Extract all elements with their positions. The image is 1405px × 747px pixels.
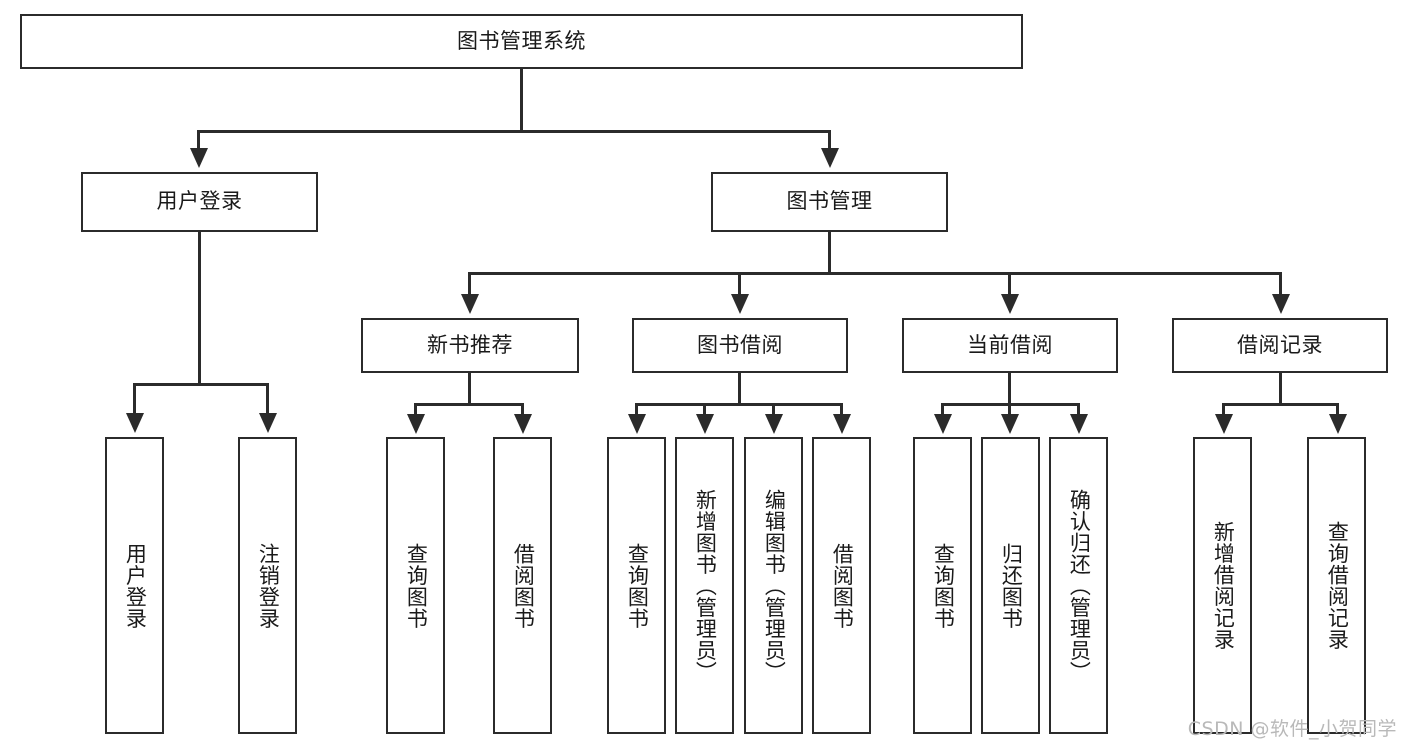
arrowhead-query-book-3 xyxy=(934,414,952,434)
node-label: 借阅图书 xyxy=(830,542,855,629)
node-label: 编辑图书（管理员） xyxy=(762,488,787,683)
connector-drop-query-book-3 xyxy=(941,403,944,419)
leaf-borrow-book-recommend[interactable]: 借阅图书 xyxy=(493,437,552,734)
leaf-return-book[interactable]: 归还图书 xyxy=(981,437,1040,734)
arrowhead-book-management xyxy=(821,148,839,168)
node-label: 查询图书 xyxy=(931,542,956,629)
connector-drop-query-book-1 xyxy=(414,403,417,419)
connector-drop-add-book xyxy=(703,403,706,419)
connector-drop-confirm-return xyxy=(1077,403,1080,419)
connector-drop-add-record xyxy=(1222,403,1225,419)
node-root-book-management-system[interactable]: 图书管理系统 xyxy=(20,14,1023,69)
connector-drop-edit-book xyxy=(772,403,775,419)
node-new-book-recommend[interactable]: 新书推荐 xyxy=(361,318,579,373)
node-label: 当前借阅 xyxy=(967,332,1053,357)
node-label: 查询图书 xyxy=(625,542,650,629)
arrowhead-leaf-logout xyxy=(259,413,277,433)
arrowhead-edit-book xyxy=(765,414,783,434)
leaf-query-book-current[interactable]: 查询图书 xyxy=(913,437,972,734)
connector-drop-new-book xyxy=(468,272,471,298)
leaf-query-borrow-record[interactable]: 查询借阅记录 xyxy=(1307,437,1366,734)
connector-drop-borrow-book-2 xyxy=(840,403,843,419)
leaf-query-book-borrow[interactable]: 查询图书 xyxy=(607,437,666,734)
arrowhead-book-borrow xyxy=(731,294,749,314)
node-label: 用户登录 xyxy=(156,189,243,214)
arrowhead-leaf-user-login xyxy=(126,413,144,433)
connector-drop-return-book xyxy=(1008,403,1011,419)
node-borrow-record[interactable]: 借阅记录 xyxy=(1172,318,1388,373)
connector-user-login-bus xyxy=(133,383,269,386)
arrowhead-query-book-2 xyxy=(628,414,646,434)
node-label: 借阅图书 xyxy=(511,542,536,629)
connector-book-borrow-bus xyxy=(635,403,843,406)
node-label: 查询图书 xyxy=(404,542,429,629)
leaf-add-borrow-record[interactable]: 新增借阅记录 xyxy=(1193,437,1252,734)
connector-level3-bus xyxy=(468,272,1282,275)
node-label: 借阅记录 xyxy=(1237,332,1323,357)
node-label: 新书推荐 xyxy=(427,332,513,357)
connector-level2-bus xyxy=(197,130,831,133)
connector-drop-leaf-logout xyxy=(266,383,269,417)
node-current-borrow[interactable]: 当前借阅 xyxy=(902,318,1118,373)
connector-new-book-bus xyxy=(414,403,524,406)
node-label: 查询借阅记录 xyxy=(1325,521,1350,650)
node-label: 图书借阅 xyxy=(697,332,783,357)
connector-drop-book-borrow xyxy=(738,272,741,298)
connector-root-stem xyxy=(520,69,523,131)
arrowhead-new-book xyxy=(461,294,479,314)
node-label: 图书管理系统 xyxy=(457,28,586,53)
arrowhead-borrow-record xyxy=(1272,294,1290,314)
leaf-add-book-admin[interactable]: 新增图书（管理员） xyxy=(675,437,734,734)
node-label: 新增图书（管理员） xyxy=(693,488,718,683)
connector-book-management-stem xyxy=(828,232,831,274)
leaf-borrow-book[interactable]: 借阅图书 xyxy=(812,437,871,734)
node-label: 归还图书 xyxy=(999,542,1024,629)
connector-borrow-record-stem xyxy=(1279,373,1282,405)
node-label: 用户登录 xyxy=(123,542,148,629)
connector-drop-borrow-book-1 xyxy=(521,403,524,419)
connector-drop-current-borrow xyxy=(1008,272,1011,298)
connector-drop-user-login xyxy=(197,130,200,152)
arrowhead-confirm-return xyxy=(1070,414,1088,434)
watermark-text: CSDN @软件_小贺同学 xyxy=(1187,718,1397,740)
connector-drop-book-management xyxy=(828,130,831,152)
arrowhead-borrow-book-1 xyxy=(514,414,532,434)
arrowhead-query-book-1 xyxy=(407,414,425,434)
leaf-confirm-return-admin[interactable]: 确认归还（管理员） xyxy=(1049,437,1108,734)
arrowhead-user-login xyxy=(190,148,208,168)
arrowhead-add-book xyxy=(696,414,714,434)
leaf-logout[interactable]: 注销登录 xyxy=(238,437,297,734)
arrowhead-return-book xyxy=(1001,414,1019,434)
node-label: 注销登录 xyxy=(256,542,281,629)
arrowhead-add-record xyxy=(1215,414,1233,434)
node-user-login[interactable]: 用户登录 xyxy=(81,172,318,232)
arrowhead-current-borrow xyxy=(1001,294,1019,314)
connector-drop-borrow-record xyxy=(1279,272,1282,298)
connector-drop-leaf-user-login xyxy=(133,383,136,417)
leaf-query-book-recommend[interactable]: 查询图书 xyxy=(386,437,445,734)
leaf-user-login[interactable]: 用户登录 xyxy=(105,437,164,734)
node-label: 确认归还（管理员） xyxy=(1067,488,1092,683)
leaf-edit-book-admin[interactable]: 编辑图书（管理员） xyxy=(744,437,803,734)
connector-current-borrow-stem xyxy=(1008,373,1011,405)
node-label: 图书管理 xyxy=(786,189,873,214)
connector-drop-query-record xyxy=(1336,403,1339,419)
node-label: 新增借阅记录 xyxy=(1211,521,1236,650)
node-book-borrow[interactable]: 图书借阅 xyxy=(632,318,848,373)
node-book-management[interactable]: 图书管理 xyxy=(711,172,948,232)
connector-new-book-stem xyxy=(468,373,471,405)
connector-book-borrow-stem xyxy=(738,373,741,405)
connector-drop-query-book-2 xyxy=(635,403,638,419)
connector-user-login-stem xyxy=(198,232,201,385)
arrowhead-query-record xyxy=(1329,414,1347,434)
arrowhead-borrow-book-2 xyxy=(833,414,851,434)
connector-borrow-record-bus xyxy=(1222,403,1339,406)
